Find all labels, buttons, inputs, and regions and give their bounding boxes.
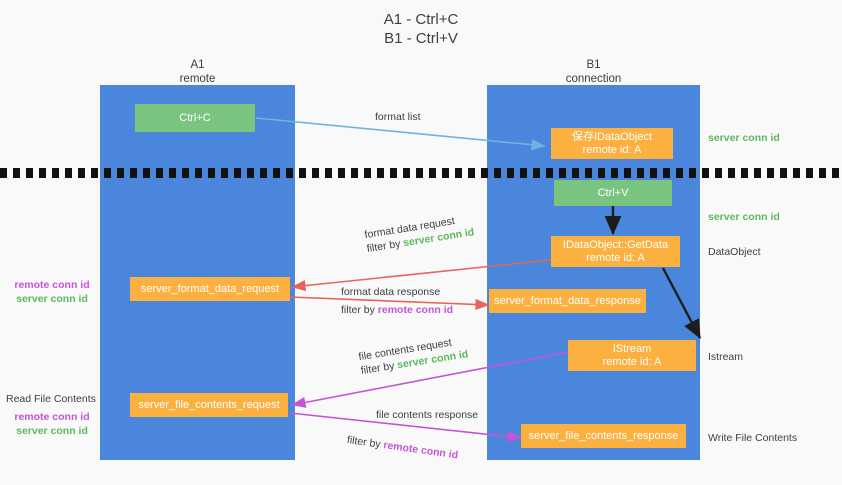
note-istream: Istream	[708, 351, 744, 363]
edge-label-file-contents-request: file contents request filter by server c…	[358, 333, 470, 378]
filter-by-prefix: filter by	[341, 304, 378, 316]
box-istream[interactable]: IStream remote id: A	[568, 340, 696, 371]
note-conn-pair-file: remote conn id server conn id	[8, 410, 96, 438]
lane-header-a1: A1 remote	[100, 58, 295, 86]
box-server-format-data-request[interactable]: server_format_data_request	[130, 277, 290, 301]
box-ctrl-c[interactable]: Ctrl+C	[135, 104, 255, 132]
edge-label-format-data-response-line1: format data response	[341, 286, 441, 298]
lane-header-b1-title: B1	[586, 59, 601, 71]
lane-header-a1-subtitle: remote	[179, 73, 216, 85]
edge-label-file-contents-response-line1-wrap: file contents response	[376, 408, 478, 422]
server-conn-id-token: server conn id	[708, 211, 780, 223]
edge-label-format-list: format list	[375, 110, 421, 124]
edge-label-format-list-line1: format list	[375, 111, 421, 123]
note-dataobject: DataObject	[708, 246, 761, 258]
server-conn-id-token: server conn id	[708, 132, 780, 144]
title-line-2: B1 - Ctrl+V	[384, 30, 458, 47]
box-save-idataobject[interactable]: 保存IDataObject remote id: A	[551, 128, 673, 159]
box-server-format-data-response[interactable]: server_format_data_response	[489, 289, 646, 313]
box-ctrl-v[interactable]: Ctrl+V	[554, 180, 672, 206]
server-conn-id-token: server conn id	[16, 293, 88, 305]
edge-label-format-data-request: format data request filter by server con…	[364, 211, 476, 256]
edge-label-format-data-response: format data response filter by remote co…	[341, 285, 453, 317]
lane-header-b1: B1 connection	[487, 58, 700, 86]
remote-conn-id-token: remote conn id	[377, 304, 454, 316]
box-idataobject-getdata[interactable]: IDataObject::GetData remote id: A	[551, 236, 680, 267]
box-server-file-contents-request[interactable]: server_file_contents_request	[130, 393, 288, 417]
server-conn-id-token: server conn id	[16, 425, 88, 437]
note-server-conn-id-top: server conn id	[708, 131, 780, 145]
note-read-file-contents: Read File Contents	[6, 393, 96, 405]
phase-divider	[0, 168, 842, 178]
edge-label-file-contents-response-line2: filter by remote conn id	[346, 433, 459, 462]
remote-conn-id-token: remote conn id	[382, 439, 459, 462]
note-conn-pair-format: remote conn id server conn id	[8, 278, 96, 306]
page-title: A1 - Ctrl+C B1 - Ctrl+V	[0, 10, 842, 48]
note-server-conn-id-mid: server conn id	[708, 210, 780, 224]
lane-header-b1-subtitle: connection	[565, 73, 622, 85]
lane-header-a1-title: A1	[190, 59, 205, 71]
remote-conn-id-token: remote conn id	[14, 411, 90, 423]
box-server-file-contents-response[interactable]: server_file_contents_response	[521, 424, 686, 448]
edge-label-format-data-response-line2: filter by remote conn id	[341, 303, 453, 317]
title-line-1: A1 - Ctrl+C	[383, 11, 459, 28]
remote-conn-id-token: remote conn id	[14, 279, 90, 291]
note-write-file-contents: Write File Contents	[708, 432, 798, 444]
edge-label-file-contents-response-line1: file contents response	[376, 409, 479, 421]
filter-by-prefix: filter by	[346, 433, 385, 451]
edge-label-file-contents-response-line2-wrap: filter by remote conn id	[346, 433, 459, 462]
